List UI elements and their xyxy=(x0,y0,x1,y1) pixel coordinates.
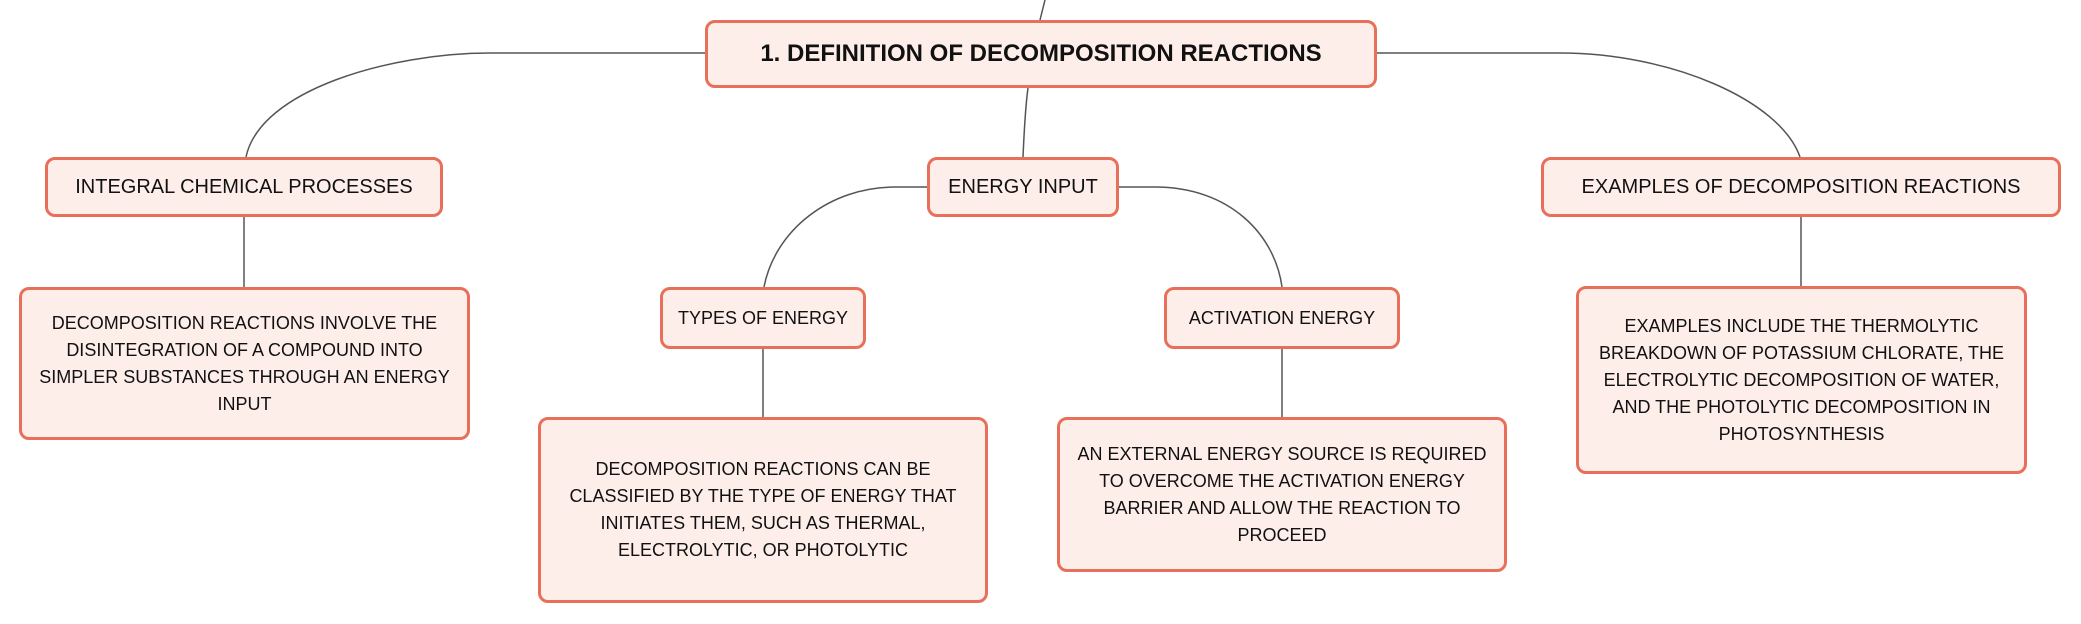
subtopic-label: TYPES OF ENERGY xyxy=(677,307,849,328)
detail-integral-chemical-processes[interactable]: DECOMPOSITION REACTIONS INVOLVE THE DISI… xyxy=(19,287,470,440)
detail-text: DECOMPOSITION REACTIONS INVOLVE THE DISI… xyxy=(39,312,450,414)
topic-integral-chemical-processes[interactable]: INTEGRAL CHEMICAL PROCESSES xyxy=(45,157,443,217)
topic-examples-of-decomposition-reactions[interactable]: EXAMPLES OF DECOMPOSITION REACTIONS xyxy=(1541,157,2061,217)
root-topic-node[interactable]: 1. DEFINITION OF DECOMPOSITION REACTIONS xyxy=(705,20,1377,88)
topic-label: ENERGY INPUT xyxy=(948,175,1098,198)
subtopic-activation-energy[interactable]: ACTIVATION ENERGY xyxy=(1164,287,1400,349)
subtopic-types-of-energy[interactable]: TYPES OF ENERGY xyxy=(660,287,866,349)
connector-root-to-integral xyxy=(245,52,705,158)
connector-parent-to-root xyxy=(1039,0,1046,21)
detail-text: AN EXTERNAL ENERGY SOURCE IS REQUIRED TO… xyxy=(1077,443,1487,545)
connector-root-to-examples xyxy=(1377,52,1801,158)
root-topic-label: 1. DEFINITION OF DECOMPOSITION REACTIONS xyxy=(760,40,1322,67)
connector-energy-to-activation xyxy=(1119,186,1283,288)
topic-energy-input[interactable]: ENERGY INPUT xyxy=(927,157,1119,217)
detail-types-of-energy[interactable]: DECOMPOSITION REACTIONS CAN BE CLASSIFIE… xyxy=(538,417,988,603)
detail-text: DECOMPOSITION REACTIONS CAN BE CLASSIFIE… xyxy=(569,459,957,560)
detail-text: EXAMPLES INCLUDE THE THERMOLYTIC BREAKDO… xyxy=(1598,315,2005,444)
topic-label: INTEGRAL CHEMICAL PROCESSES xyxy=(75,175,413,198)
subtopic-label: ACTIVATION ENERGY xyxy=(1188,307,1376,328)
detail-activation-energy[interactable]: AN EXTERNAL ENERGY SOURCE IS REQUIRED TO… xyxy=(1057,417,1507,572)
detail-examples-of-decomposition-reactions[interactable]: EXAMPLES INCLUDE THE THERMOLYTIC BREAKDO… xyxy=(1576,286,2027,474)
topic-label: EXAMPLES OF DECOMPOSITION REACTIONS xyxy=(1581,175,2021,198)
connector-energy-to-types xyxy=(763,186,927,288)
connector-root-to-energy xyxy=(1022,87,1029,158)
